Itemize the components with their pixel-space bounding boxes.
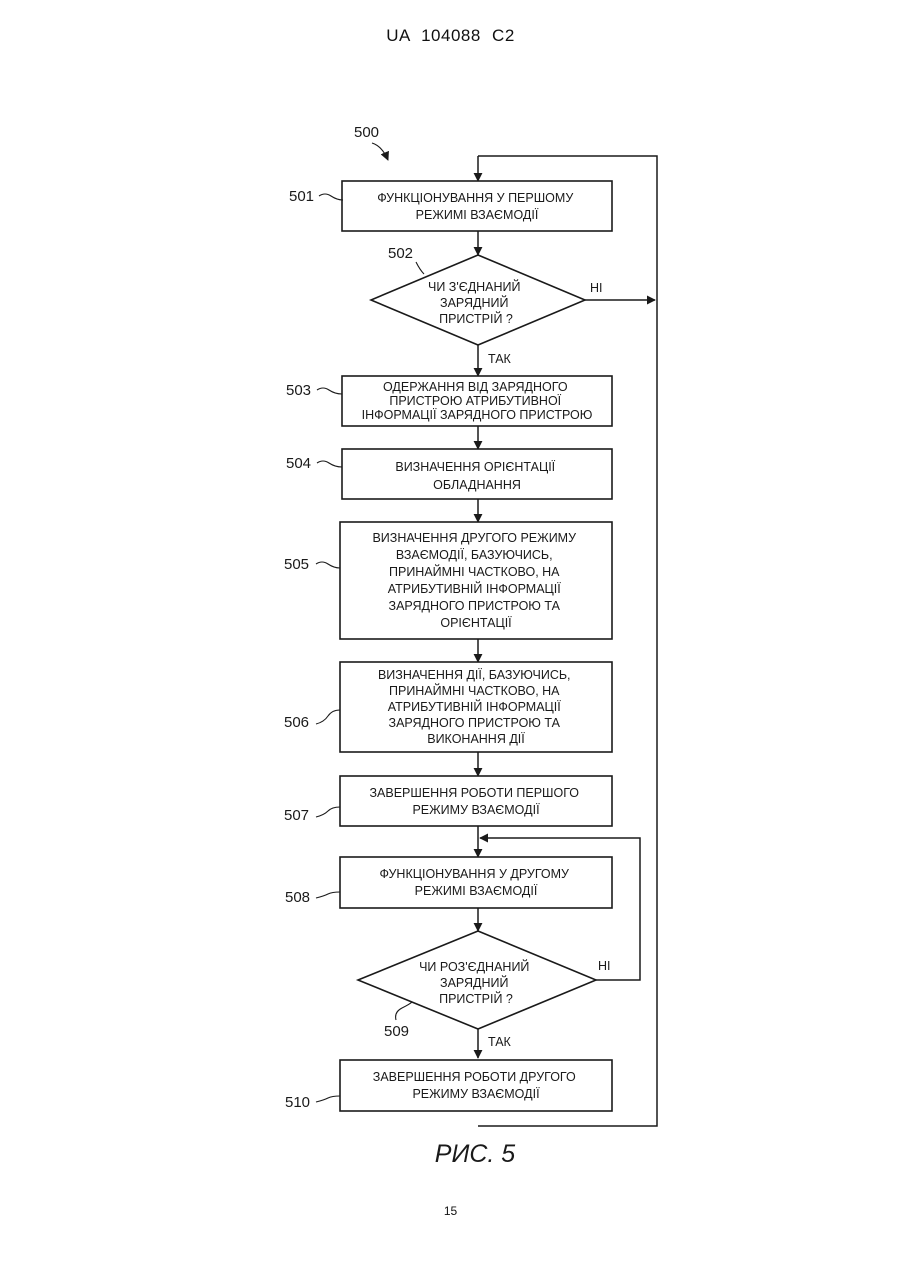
figure-caption: РИС. 5 xyxy=(435,1140,516,1168)
leader-504 xyxy=(317,461,342,467)
leader-506 xyxy=(316,710,340,724)
figure-reference: 500 xyxy=(354,124,379,141)
ref-508: 508 xyxy=(285,889,310,906)
ref-502: 502 xyxy=(388,245,413,262)
figure-reference-arrow xyxy=(372,143,388,160)
step-507-box xyxy=(340,776,612,826)
leader-501 xyxy=(319,194,343,200)
decision-502-text: ЧИ З'ЄДНАНИЙ ЗАРЯДНИЙ ПРИСТРІЙ ? xyxy=(428,279,524,326)
ref-509: 509 xyxy=(384,1023,409,1040)
ref-501: 501 xyxy=(289,188,314,205)
ref-510: 510 xyxy=(285,1094,310,1111)
leader-510 xyxy=(316,1096,340,1102)
step-510-box xyxy=(340,1060,612,1111)
leader-503 xyxy=(317,388,342,394)
ref-505: 505 xyxy=(284,556,309,573)
decision-502-no-label: НІ xyxy=(590,281,603,295)
leader-509 xyxy=(396,1002,412,1020)
step-508-box xyxy=(340,857,612,908)
step-501-box xyxy=(342,181,612,231)
leader-505 xyxy=(316,562,340,568)
decision-502-yes-label: ТАК xyxy=(488,352,512,366)
step-503-text: ОДЕРЖАННЯ ВІД ЗАРЯДНОГО ПРИСТРОЮ АТРИБУТ… xyxy=(362,380,593,422)
page-number: 15 xyxy=(0,1204,901,1218)
decision-509-yes-label: ТАК xyxy=(488,1035,512,1049)
leader-507 xyxy=(316,807,340,817)
leader-508 xyxy=(316,892,340,898)
ref-507: 507 xyxy=(284,807,309,824)
ref-506: 506 xyxy=(284,714,309,731)
ref-504: 504 xyxy=(286,455,311,472)
ref-503: 503 xyxy=(286,382,311,399)
decision-509-no-label: НІ xyxy=(598,959,611,973)
leader-502 xyxy=(416,262,424,274)
